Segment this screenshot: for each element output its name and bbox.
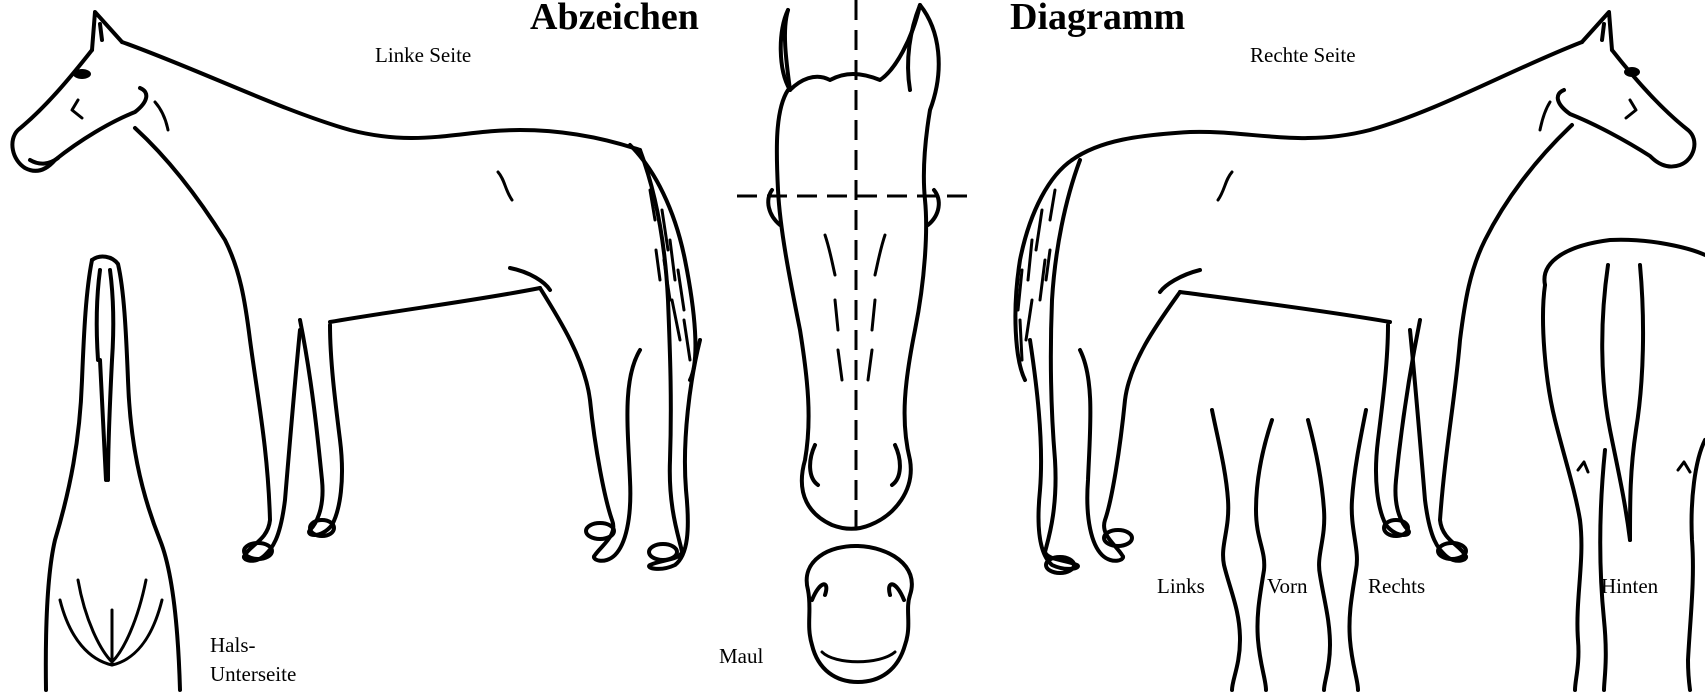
muzzle-label: Maul bbox=[719, 644, 763, 668]
left-side-label: Linke Seite bbox=[375, 43, 471, 67]
neck-underside-label-line-1: Hals- bbox=[210, 633, 256, 657]
horse-head-front-drawing bbox=[737, 0, 972, 540]
front-legs-right-label: Rechts bbox=[1368, 574, 1425, 598]
right-side-label: Rechte Seite bbox=[1250, 43, 1356, 67]
horse-muzzle-drawing bbox=[807, 546, 912, 682]
horse-left-side-drawing bbox=[12, 12, 700, 569]
neck-underside-drawing bbox=[46, 257, 180, 690]
neck-underside-label-line-2: Unterseite bbox=[210, 662, 296, 686]
front-legs-label: Vorn bbox=[1267, 574, 1307, 598]
hind-view-label: Hinten bbox=[1601, 574, 1658, 598]
horse-hind-view-drawing bbox=[1543, 240, 1705, 690]
front-legs-left-label: Links bbox=[1157, 574, 1205, 598]
horse-front-legs-drawing bbox=[1212, 410, 1366, 690]
